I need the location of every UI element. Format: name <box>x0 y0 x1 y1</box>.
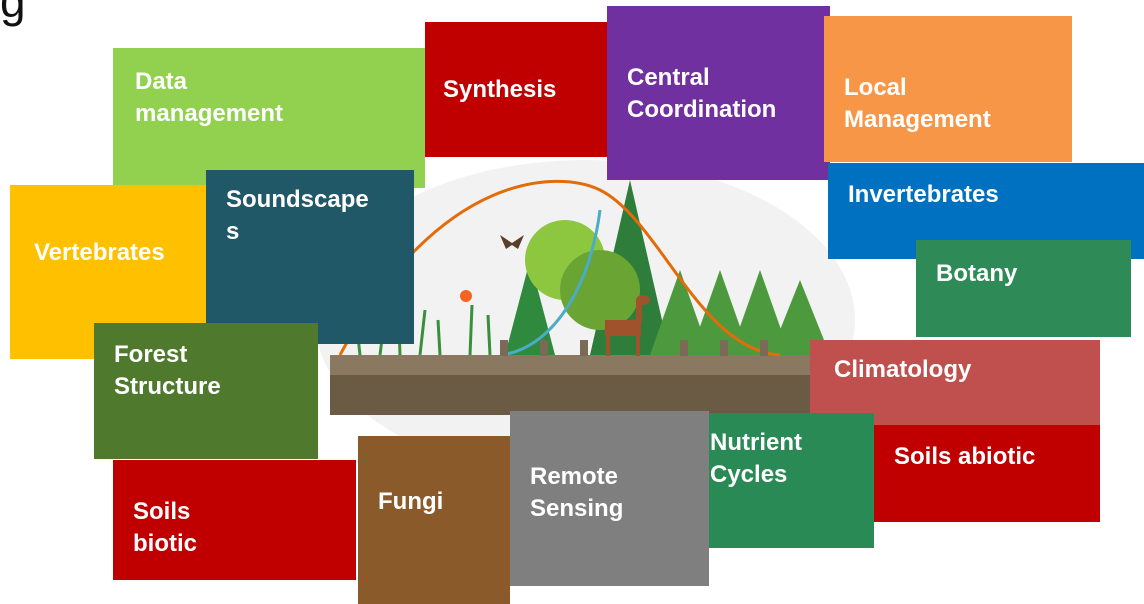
orange-curve <box>338 179 781 357</box>
box-label: Soils biotic <box>133 498 197 558</box>
box-central-coordination: Central Coordination <box>607 6 830 180</box>
box-label: Synthesis <box>443 76 557 103</box>
box-botany: Botany <box>916 240 1131 337</box>
box-data-management: Data management <box>113 48 425 188</box>
box-label: Soundscape s <box>226 186 369 246</box>
deer <box>605 295 650 356</box>
box-local-management: Local Management <box>824 16 1072 162</box>
flower <box>460 290 472 302</box>
box-soils-biotic: Soils biotic <box>113 460 356 580</box>
box-label: Data management <box>135 68 284 128</box>
box-forest-structure: Forest Structure <box>94 323 318 459</box>
tree-small <box>505 260 555 355</box>
box-label: Central Coordination <box>627 64 777 124</box>
landscape-illustration <box>315 160 855 480</box>
box-label: Botany <box>936 260 1018 287</box>
box-remote-sensing: Remote Sensing <box>510 411 709 586</box>
box-label: Vertebrates <box>34 239 165 266</box>
box-nutrient-cycles: Nutrient Cycles <box>690 413 874 548</box>
box-label: Remote Sensing <box>530 463 624 523</box>
box-synthesis: Synthesis <box>425 22 610 157</box>
box-label: Climatology <box>834 356 972 383</box>
blue-curve <box>499 209 602 357</box>
box-soils-abiotic: Soils abiotic <box>874 425 1100 522</box>
box-label: Fungi <box>378 488 444 515</box>
box-label: Invertebrates <box>848 181 999 208</box>
bat <box>500 235 524 249</box>
partial-heading: g <box>0 0 26 27</box>
box-label: Soils abiotic <box>894 443 1036 470</box>
box-label: Forest Structure <box>114 341 221 401</box>
box-fungi: Fungi <box>358 436 510 604</box>
box-soundscapes: Soundscape s <box>206 170 414 344</box>
box-label: Local Management <box>844 74 991 134</box>
box-label: Nutrient Cycles <box>710 429 802 489</box>
